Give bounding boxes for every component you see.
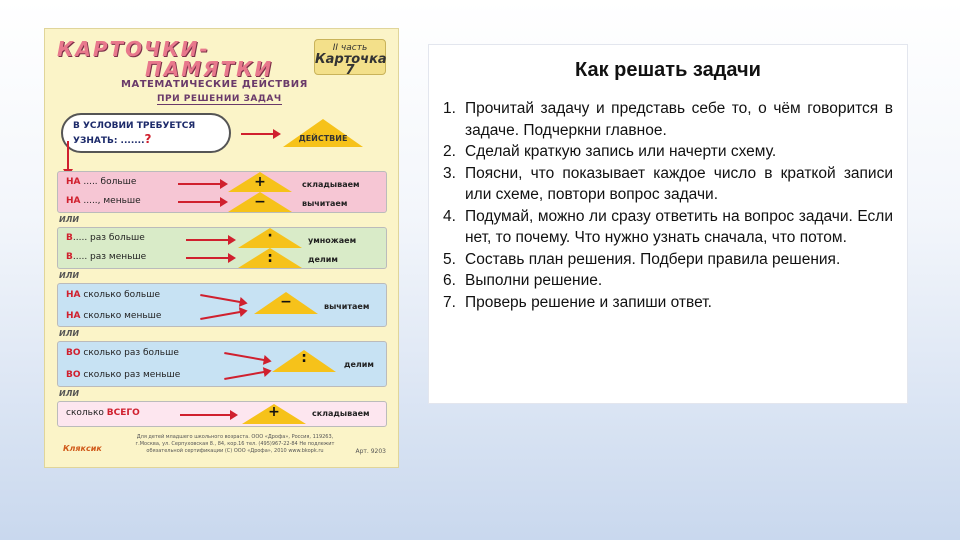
minus-sign: − (280, 294, 292, 310)
card-tag: II часть Карточка 7 (314, 39, 387, 78)
publisher-info: Для детей младшего школьного возраста. О… (135, 434, 335, 454)
down-arrow-icon (63, 141, 73, 177)
divide-sign: : (267, 250, 273, 266)
poster-header-line2: ПАМЯТКИ (145, 57, 274, 81)
rule-line: В..... раз больше (66, 233, 145, 243)
arrow-icon (224, 370, 270, 380)
list-item: 6.Выполни решение. (443, 272, 603, 289)
arrow-icon (180, 410, 238, 420)
arrow-icon (178, 179, 228, 189)
poster-header: КАРТОЧКИ- ПАМЯТКИ (57, 39, 273, 79)
steps-list: 1.Прочитай задачу и представь себе то, о… (443, 98, 893, 313)
rule-line: НА ....., меньше (66, 196, 141, 206)
cloud-text: В УСЛОВИИ ТРЕБУЕТСЯ УЗНАТЬ: ....... (73, 121, 196, 146)
question-mark: ? (144, 132, 152, 146)
action-label: ДЕЙСТВИЕ (298, 134, 348, 143)
rule-result: умножаем (308, 236, 357, 245)
card-number: Карточка 7 (315, 52, 387, 78)
rule-line: В..... раз меньше (66, 252, 147, 262)
thought-cloud: В УСЛОВИИ ТРЕБУЕТСЯ УЗНАТЬ: .......? (61, 113, 231, 153)
memo-card-poster: КАРТОЧКИ- ПАМЯТКИ II часть Карточка 7 МА… (44, 28, 399, 468)
list-item: 1.Прочитай задачу и представь себе то, о… (443, 100, 893, 139)
divide-sign: : (301, 350, 307, 366)
or-label: ИЛИ (59, 271, 80, 280)
rule-band-3: НА сколько больше НА сколько меньше − вы… (57, 283, 387, 327)
rule-band-2: В..... раз больше В..... раз меньше · : … (57, 227, 387, 269)
rule-band-1: НА ..... больше НА ....., меньше + − скл… (57, 171, 387, 213)
arrow-icon (224, 352, 270, 362)
rule-line: НА сколько меньше (66, 311, 162, 321)
plus-sign: + (268, 404, 280, 420)
rule-band-4: ВО сколько раз больше ВО сколько раз мен… (57, 341, 387, 387)
or-label: ИЛИ (59, 389, 80, 398)
rule-result: складываем (302, 180, 360, 189)
or-label: ИЛИ (59, 329, 80, 338)
minus-sign: − (254, 194, 266, 210)
rule-line: НА ..... больше (66, 177, 137, 187)
multiply-sign: · (267, 228, 273, 244)
arrow-icon (178, 197, 228, 207)
article-number: Арт. 9203 (355, 448, 387, 455)
rule-result: складываем (312, 409, 370, 418)
arrow-icon (200, 294, 246, 304)
rule-result: делим (308, 255, 338, 264)
list-item: 4.Подумай, можно ли сразу ответить на во… (443, 207, 893, 247)
rule-line: ВО сколько раз меньше (66, 370, 181, 380)
instructions-panel: Как решать задачи 1.Прочитай задачу и пр… (428, 44, 908, 404)
arrow-icon (186, 253, 236, 263)
or-label: ИЛИ (59, 215, 80, 224)
poster-header-line1: КАРТОЧКИ- (57, 37, 210, 61)
rule-result: вычитаем (302, 199, 348, 208)
publisher-logo: Кляксик (63, 444, 102, 453)
list-item: 2.Сделай краткую запись или начерти схем… (443, 143, 777, 160)
rule-line: сколько ВСЕГО (66, 408, 140, 418)
rule-band-5: сколько ВСЕГО + складываем (57, 401, 387, 427)
rule-result: вычитаем (324, 302, 370, 311)
arrow-icon (186, 235, 236, 245)
rule-line: ВО сколько раз больше (66, 348, 179, 358)
list-item: 3.Поясни, что показывает каждое число в … (443, 164, 893, 204)
plus-sign: + (254, 174, 266, 190)
poster-subtitle-2: ПРИ РЕШЕНИИ ЗАДАЧ (157, 94, 282, 105)
list-item: 7.Проверь решение и запиши ответ. (443, 293, 712, 311)
arrow-icon (241, 129, 281, 139)
panel-title: Как решать задачи (575, 59, 761, 81)
rule-result: делим (344, 360, 374, 369)
arrow-icon (200, 310, 246, 320)
list-item: 5.Составь план решения. Подбери правила … (443, 250, 841, 268)
poster-subtitle: МАТЕМАТИЧЕСКИЕ ДЕЙСТВИЯ (121, 79, 308, 90)
card-part: II часть (332, 43, 368, 53)
rule-line: НА сколько больше (66, 290, 160, 300)
